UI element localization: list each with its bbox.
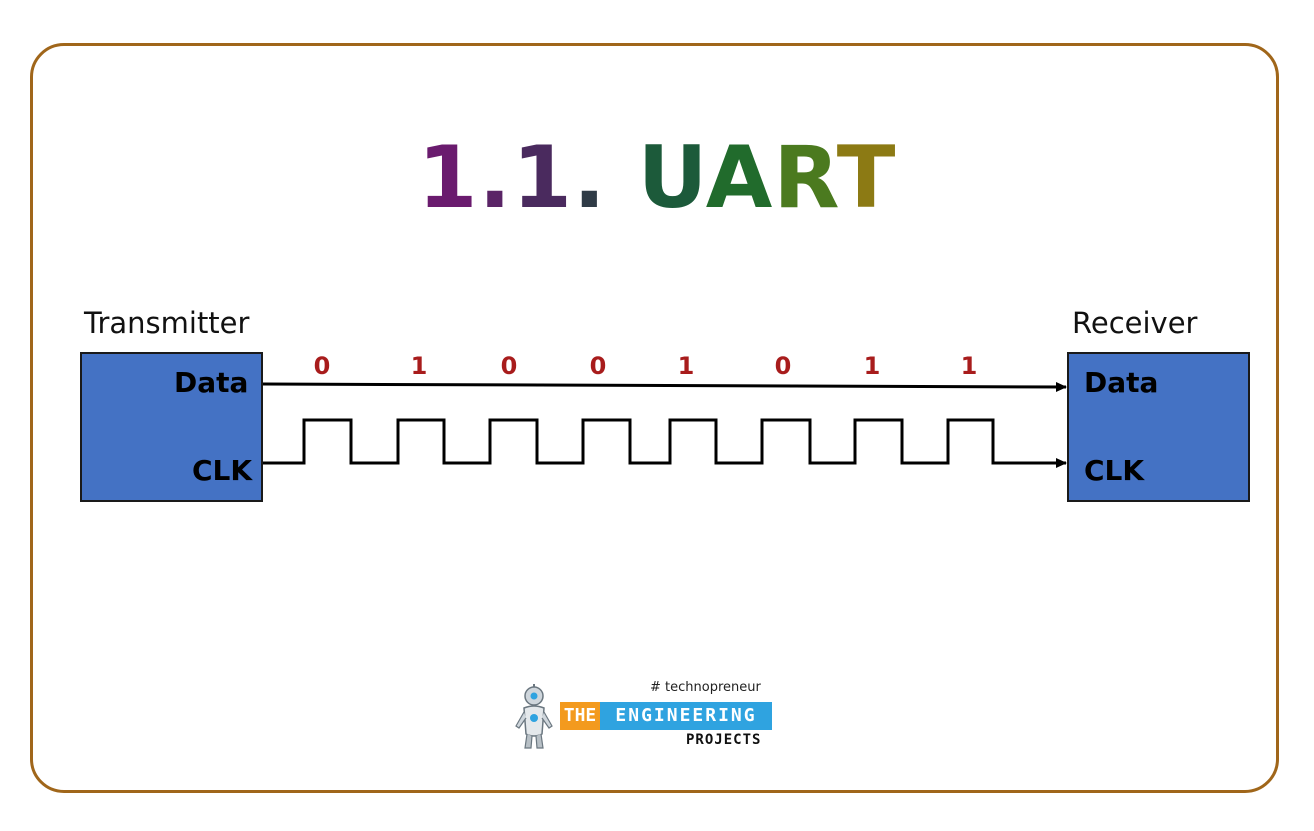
bit-label: 0 [313, 352, 331, 380]
bit-label: 0 [774, 352, 792, 380]
engineering-projects-logo: # technopreneur THE ENGINEERING PROJECTS [510, 680, 780, 752]
receiver-data-pin: Data [1084, 366, 1159, 399]
page-title: 1.1. UART [0, 128, 1314, 228]
robot-icon [515, 684, 553, 749]
transmitter-clk-pin: CLK [192, 454, 253, 487]
title-part: U [637, 128, 706, 228]
receiver-label: Receiver [1072, 306, 1198, 340]
title-part: T [836, 128, 897, 228]
transmitter-data-pin: Data [174, 366, 249, 399]
bit-label: 1 [960, 352, 978, 380]
receiver-clk-pin: CLK [1084, 454, 1145, 487]
title-part: . [572, 128, 638, 228]
logo-engineering: ENGINEERING [600, 702, 772, 730]
logo-projects: PROJECTS [686, 732, 762, 748]
bit-label: 1 [410, 352, 428, 380]
title-part: R [773, 128, 837, 228]
transmitter-block [80, 352, 263, 502]
bit-label: 1 [863, 352, 881, 380]
title-part: A [705, 128, 774, 228]
logo-hashtag: # technopreneur [650, 680, 761, 695]
bit-label: 0 [589, 352, 607, 380]
logo-the: THE [560, 702, 600, 730]
title-part: 1 [512, 128, 573, 228]
title-part: . [478, 128, 513, 228]
bit-label: 1 [677, 352, 695, 380]
clock-waveform [263, 418, 1067, 468]
transmitter-label: Transmitter [84, 306, 250, 340]
title-part: 1 [417, 128, 479, 228]
bit-label: 0 [500, 352, 518, 380]
receiver-block [1067, 352, 1250, 502]
data-line-arrow [262, 381, 1067, 392]
